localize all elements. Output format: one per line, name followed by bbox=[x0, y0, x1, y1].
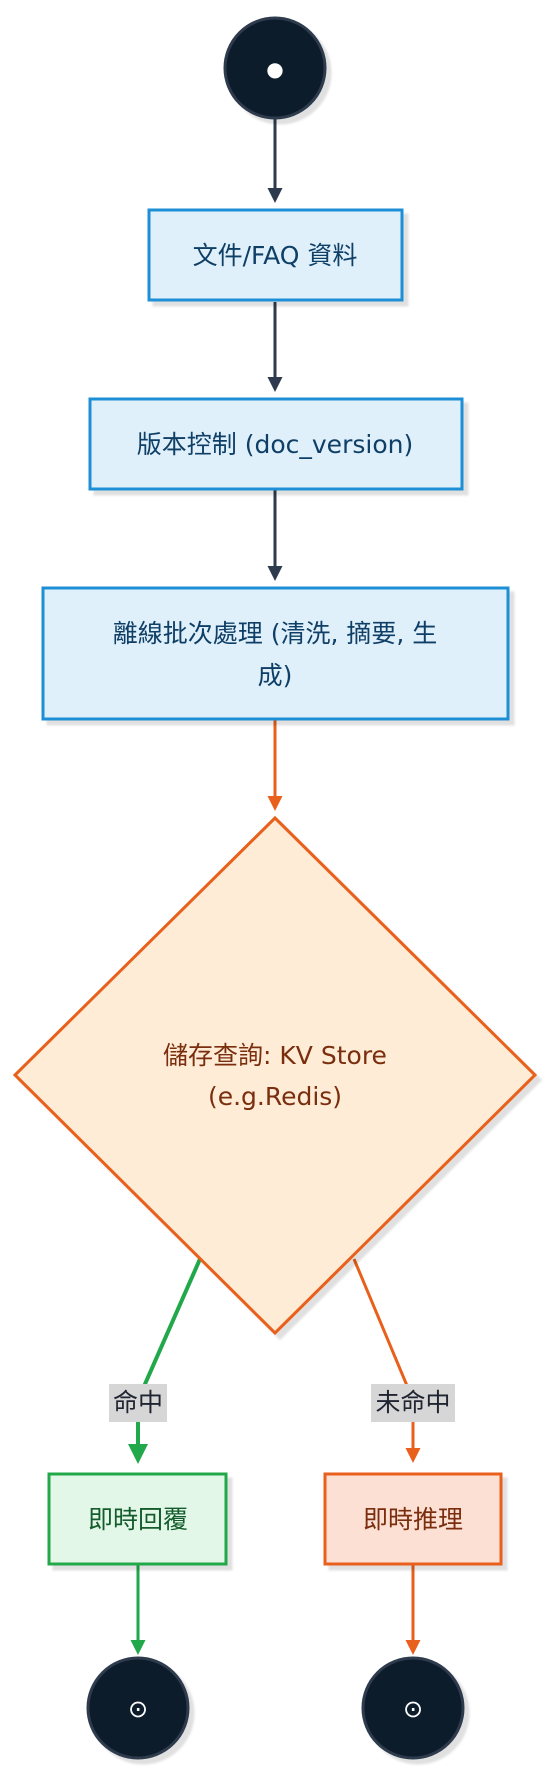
node-miss-label: 即時推理 bbox=[363, 1505, 463, 1534]
end-node-miss bbox=[361, 1656, 465, 1760]
edge-label-miss: 未命中 bbox=[371, 1384, 455, 1422]
node-decision: 儲存查詢: KV Store (e.g.Redis) bbox=[12, 815, 538, 1336]
node-miss: 即時推理 bbox=[323, 1472, 503, 1566]
edge-decision-to-hit bbox=[128, 1258, 202, 1464]
node-batch: 離線批次處理 (清洗, 摘要, 生 成) bbox=[41, 586, 510, 721]
node-source-label: 文件/FAQ 資料 bbox=[193, 241, 358, 270]
node-source: 文件/FAQ 資料 bbox=[147, 208, 404, 302]
edge-label-hit-text: 命中 bbox=[113, 1388, 163, 1417]
node-hit: 即時回覆 bbox=[47, 1472, 228, 1566]
node-batch-label-line1: 離線批次處理 (清洗, 摘要, 生 bbox=[113, 619, 438, 648]
start-node bbox=[223, 16, 327, 120]
node-batch-label-line2: 成) bbox=[258, 661, 293, 690]
end-node-hit bbox=[86, 1656, 190, 1760]
node-version-label: 版本控制 (doc_version) bbox=[137, 430, 413, 459]
ring-dot-icon: ⊙ bbox=[128, 1695, 148, 1723]
filled-dot-icon: ● bbox=[266, 57, 283, 81]
node-version: 版本控制 (doc_version) bbox=[88, 397, 464, 491]
edge-label-miss-text: 未命中 bbox=[375, 1388, 450, 1417]
node-hit-label: 即時回覆 bbox=[88, 1505, 188, 1534]
ring-dot-icon: ⊙ bbox=[403, 1695, 423, 1723]
node-decision-label-line1: 儲存查詢: KV Store bbox=[163, 1041, 387, 1070]
edge-label-hit: 命中 bbox=[109, 1384, 167, 1422]
edge-decision-to-miss bbox=[352, 1258, 421, 1463]
node-decision-label-line2: (e.g.Redis) bbox=[208, 1082, 342, 1111]
